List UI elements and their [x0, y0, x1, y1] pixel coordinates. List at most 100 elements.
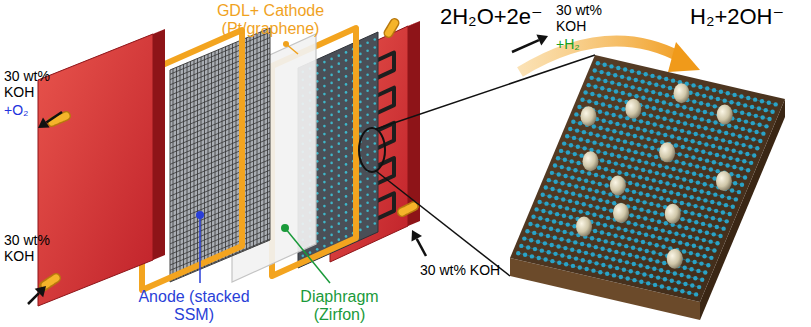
graphene-atom	[656, 131, 660, 135]
zoom-line	[376, 171, 510, 276]
graphene-atom	[671, 78, 675, 82]
stream-label: 30 wt% KOH	[420, 262, 500, 278]
graphene-atom	[610, 80, 614, 84]
graphene-atom	[625, 276, 629, 280]
graphene-atom	[597, 254, 601, 258]
pt-particle	[716, 171, 732, 191]
graphene-atom	[592, 140, 596, 144]
graphene-atom	[751, 121, 755, 125]
graphene-atom	[692, 172, 696, 176]
graphene-atom	[605, 111, 609, 115]
graphene-atom	[574, 184, 578, 188]
graphene-atom	[689, 107, 693, 111]
graphene-atom	[543, 257, 547, 261]
graphene-atom	[593, 85, 597, 89]
graphene-atom	[714, 137, 718, 141]
catalyst-dot	[366, 121, 369, 124]
graphene-atom	[624, 172, 628, 176]
mesh-wire	[170, 106, 270, 148]
graphene-atom	[544, 201, 548, 205]
mesh-wire	[236, 42, 237, 254]
graphene-atom	[673, 127, 677, 131]
catalyst-dot	[330, 114, 333, 117]
graphene-atom	[582, 130, 586, 134]
graphene-lattice	[516, 61, 778, 297]
graphene-atom	[665, 93, 669, 97]
graphene-atom	[698, 85, 702, 89]
graphene-atom	[579, 137, 583, 141]
graphene-atom	[543, 241, 547, 245]
catalyst-dot	[374, 86, 377, 89]
graphene-atom	[638, 247, 642, 251]
end-plate	[38, 34, 153, 306]
graphene-atom	[659, 108, 663, 112]
graphene-atom	[535, 223, 539, 227]
graphene-atom	[643, 216, 647, 220]
graphene-atom	[551, 203, 555, 207]
graphene-atom	[553, 163, 557, 167]
graphene-atom	[767, 101, 771, 105]
graphene-atom	[675, 104, 679, 108]
arrow-head	[412, 230, 423, 242]
catalyst-dot	[323, 181, 326, 184]
graphene-atom	[681, 161, 685, 165]
graphene-atom	[596, 77, 600, 81]
catalyst-dot	[338, 150, 341, 153]
graphene-atom	[739, 166, 743, 170]
graphene-atom	[610, 241, 614, 245]
graphene-atom	[591, 252, 595, 256]
graphene-atom	[607, 248, 611, 252]
catalyst-dot	[345, 59, 348, 62]
panel-top	[510, 55, 785, 302]
graphene-atom	[669, 190, 673, 194]
graphene-atom	[686, 274, 690, 278]
zoom-circle	[359, 128, 385, 172]
graphene-atom	[703, 198, 707, 202]
flow-arrow	[28, 286, 46, 304]
graphene-atom	[547, 194, 551, 198]
catalyst-dot	[366, 201, 369, 204]
catalyst-dot	[345, 155, 348, 158]
graphene-atom	[702, 254, 706, 258]
graphene-atom	[642, 200, 646, 204]
catalyst-dot	[330, 170, 333, 173]
graphene-atom	[745, 152, 749, 156]
graphene-atom	[710, 111, 714, 115]
graphene-atom	[602, 119, 606, 123]
catalyst-dot	[374, 166, 377, 169]
graphene-atom	[598, 198, 602, 202]
graphene-atom	[605, 200, 609, 204]
reaction-arrow	[520, 41, 682, 72]
graphene-atom	[625, 188, 629, 192]
graphene-atom	[618, 259, 622, 263]
graphene-atom	[628, 253, 632, 257]
graphene-atom	[573, 240, 577, 244]
graphene-atom	[615, 266, 619, 270]
catalyst-dot	[374, 174, 377, 177]
graphene-atom	[757, 106, 761, 110]
graphene-atom	[648, 97, 652, 101]
graphene-atom	[580, 98, 584, 102]
graphene-atom	[689, 251, 693, 255]
arrow-line	[46, 112, 62, 122]
catalyst-dot	[323, 125, 326, 128]
graphene-atom	[675, 176, 679, 180]
catalyst-dot	[345, 51, 348, 54]
graphene-atom	[539, 232, 543, 236]
catalyst-dot	[302, 255, 305, 258]
graphene-atom	[586, 83, 590, 87]
graphene-atom	[746, 168, 750, 172]
catalyst-dot	[366, 65, 369, 68]
graphene-atom	[655, 171, 659, 175]
graphene-atom	[585, 195, 589, 199]
graphene-atom	[642, 184, 646, 188]
graphene-atom	[681, 233, 685, 237]
graphene-atom	[695, 164, 699, 168]
catalyst-dot	[366, 185, 369, 188]
graphene-bond	[518, 63, 775, 294]
graphene-atom	[634, 78, 638, 82]
graphene-atom	[643, 128, 647, 132]
catalyst-dot	[323, 133, 326, 136]
catalyst-dot	[366, 73, 369, 76]
graphene-atom	[618, 114, 622, 118]
